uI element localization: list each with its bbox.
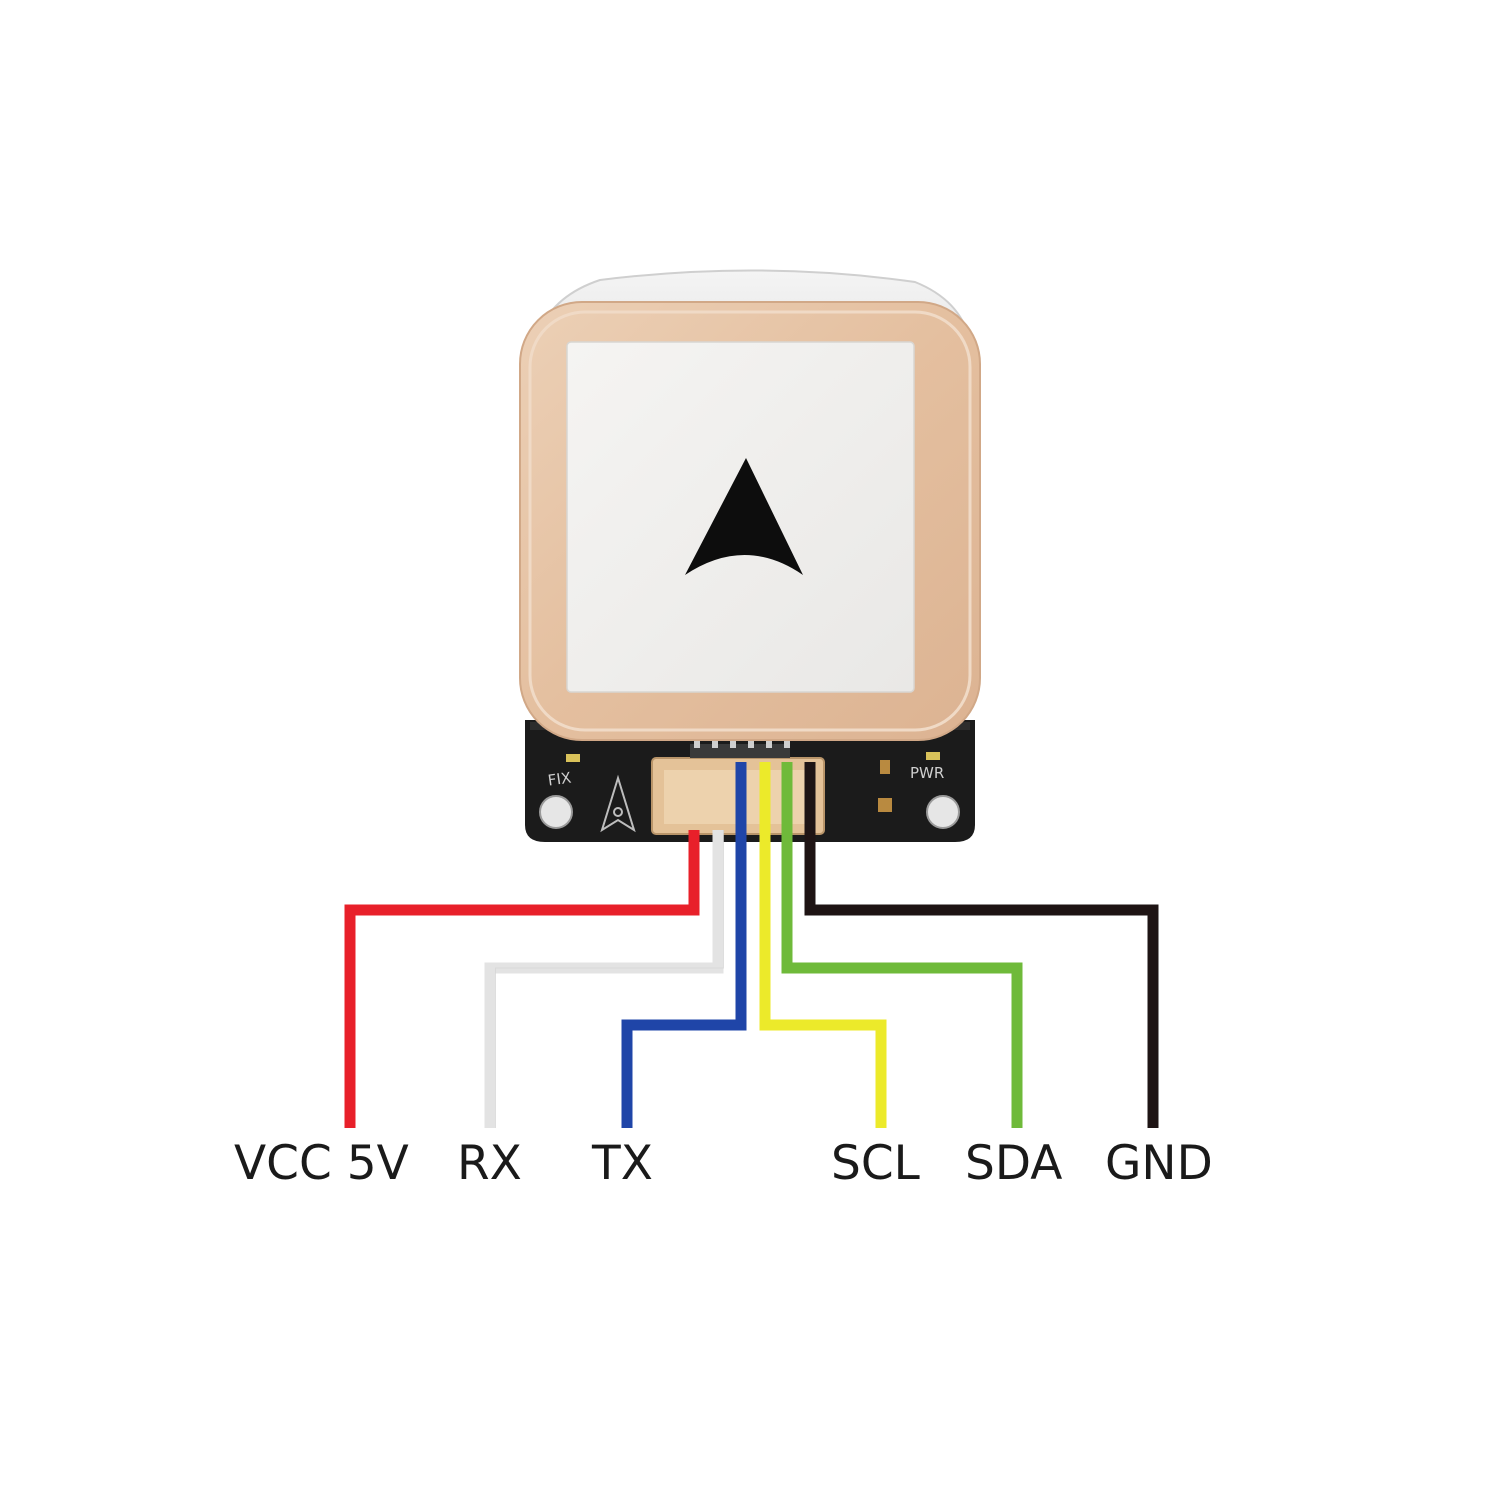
pin-label-gnd: GND <box>1105 1136 1213 1191</box>
wire-gnd <box>804 762 1159 1128</box>
antenna-logo-icon <box>600 774 636 833</box>
fix-led <box>566 754 580 762</box>
wire-rx-outline <box>495 830 724 1128</box>
pin-label-sda: SDA <box>965 1136 1063 1191</box>
wire-tx <box>621 762 747 1128</box>
pwr-silkscreen-label: PWR <box>910 764 944 782</box>
pwr-led <box>926 752 940 760</box>
wires <box>344 762 1159 1128</box>
mounting-hole-right <box>926 795 960 829</box>
pin-label-scl: SCL <box>831 1136 920 1191</box>
fix-silkscreen-label: FIX <box>547 769 573 790</box>
pin-label-vcc: VCC 5V <box>234 1136 409 1191</box>
mounting-hole-left <box>539 795 573 829</box>
wire-vcc <box>344 830 700 1128</box>
pin-label-tx: TX <box>592 1136 653 1191</box>
wire-sda <box>781 762 1023 1128</box>
wire-scl <box>759 762 887 1128</box>
direction-arrow-icon <box>685 458 803 575</box>
pin-label-rx: RX <box>457 1136 522 1191</box>
wire-rx <box>484 830 724 1128</box>
